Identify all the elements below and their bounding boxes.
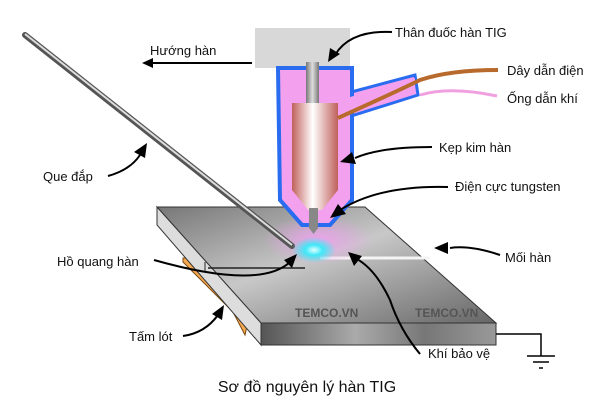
label-shielding-gas: Khí bảo vệ [428, 346, 490, 361]
watermark-right: TEMCO.VN [415, 306, 478, 320]
torch-head [255, 28, 350, 68]
watermark-left: TEMCO.VN [295, 306, 358, 320]
welding-arc [292, 237, 336, 263]
collet [292, 103, 338, 210]
workpiece [155, 205, 498, 347]
label-filler-rod: Que đắp [43, 169, 93, 184]
label-gas-tube: Ống dẫn khí [507, 91, 578, 106]
label-welding-direction: Hướng hàn [150, 43, 216, 58]
label-backing-plate: Tấm lót [129, 329, 173, 344]
label-weld-bead: Mối hàn [505, 250, 551, 265]
label-tungsten-electrode: Điện cực tungsten [455, 179, 561, 194]
torch [255, 28, 420, 234]
label-power-cable: Dây dẫn điện [507, 63, 584, 78]
power-cable [337, 68, 499, 120]
label-collet: Kẹp kim hàn [439, 140, 511, 155]
ground-icon [496, 333, 555, 369]
leader-arrows [107, 30, 501, 355]
tungsten-electrode [306, 62, 319, 107]
label-torch-body: Thân đuốc hàn TIG [395, 25, 507, 40]
diagram-caption: Sơ đồ nguyên lý hàn TIG [218, 379, 396, 396]
gas-tube [419, 89, 498, 98]
label-arc: Hồ quang hàn [57, 254, 139, 269]
